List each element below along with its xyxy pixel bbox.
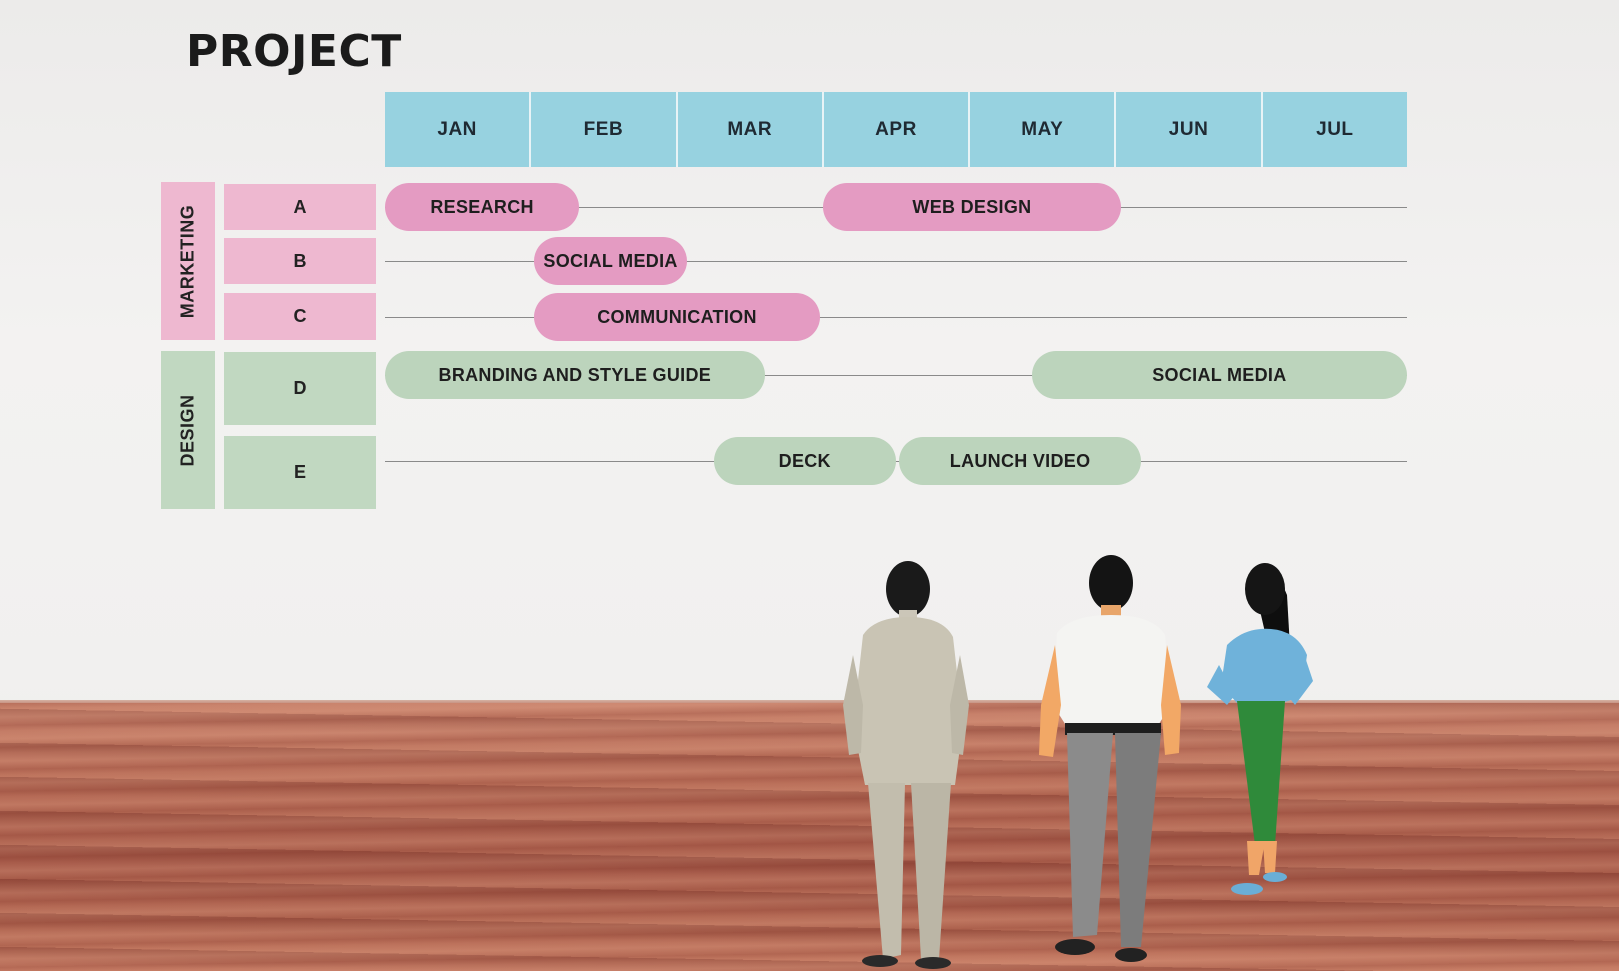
figurine-woman — [1207, 563, 1313, 895]
task-bar-social-media: SOCIAL MEDIA — [1031, 351, 1407, 399]
row-guide-line-d — [385, 375, 1407, 376]
month-header-may: MAY — [970, 92, 1117, 167]
month-header-feb: FEB — [531, 92, 678, 167]
chart-title: PROJECT — [186, 26, 402, 77]
row-guide-line-c — [385, 317, 1407, 318]
task-bar-deck: DECK — [713, 437, 896, 485]
row-label-a: A — [224, 184, 376, 230]
task-bar-launch-video: LAUNCH VIDEO — [898, 437, 1142, 485]
month-header-mar: MAR — [677, 92, 824, 167]
task-bar-research: RESEARCH — [385, 183, 580, 231]
row-label-b: B — [224, 238, 376, 284]
row-label-e: E — [224, 436, 376, 509]
row-label-d: D — [224, 352, 376, 425]
row-label-c: C — [224, 293, 376, 340]
task-bar-communication: COMMUNICATION — [533, 293, 821, 341]
month-header-jul: JUL — [1262, 92, 1407, 167]
task-bar-social-media: SOCIAL MEDIA — [533, 237, 688, 285]
group-label-text: MARKETING — [177, 204, 198, 318]
month-header-jun: JUN — [1116, 92, 1263, 167]
task-bar-branding-and-style-guide: BRANDING AND STYLE GUIDE — [385, 351, 765, 399]
group-label-text: DESIGN — [177, 393, 198, 467]
group-label-marketing: MARKETING — [161, 182, 215, 340]
figurines-illustration — [843, 555, 1313, 969]
group-label-design: DESIGN — [161, 351, 215, 509]
month-header-jan: JAN — [385, 92, 532, 167]
row-guide-line-b — [385, 261, 1407, 262]
month-header-apr: APR — [823, 92, 971, 167]
row-guide-line-e — [385, 461, 1407, 462]
wooden-table — [0, 703, 1619, 971]
task-bar-web-design: WEB DESIGN — [823, 183, 1121, 231]
figurine-white-shirt — [1039, 555, 1181, 962]
figurine-suit — [843, 561, 969, 969]
